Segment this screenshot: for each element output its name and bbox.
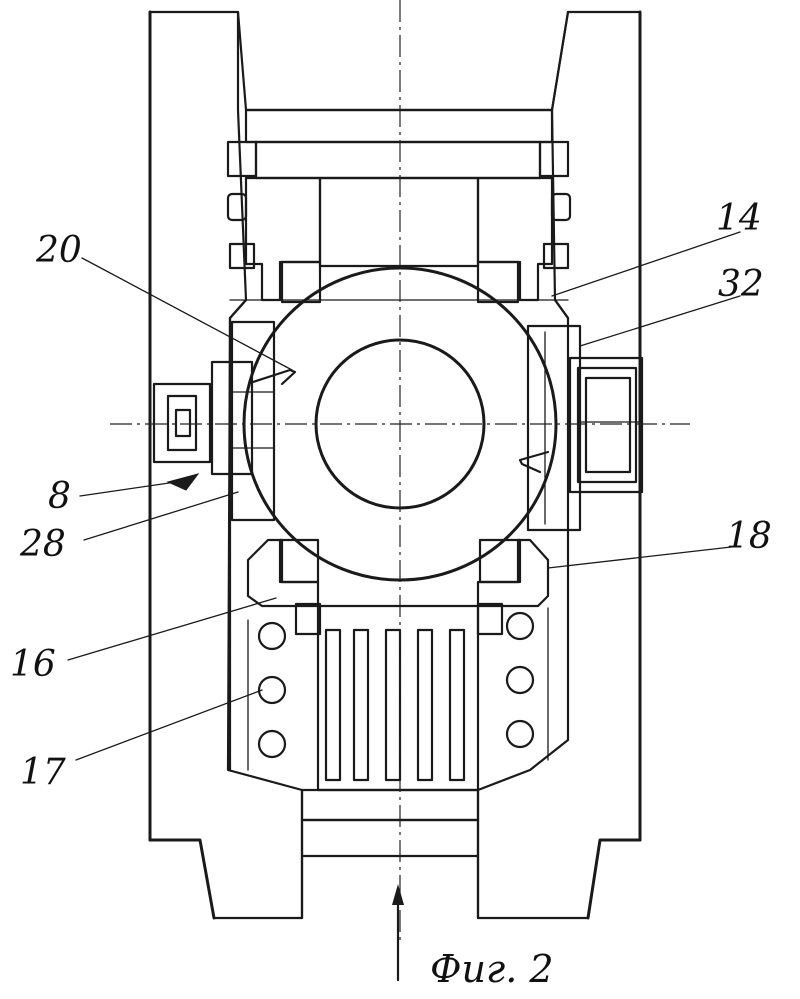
flow-arrow [392, 884, 404, 980]
label-32: 32 [718, 264, 764, 305]
upper-bore [238, 12, 568, 178]
label-16: 16 [10, 644, 56, 685]
lower-bore [302, 856, 478, 918]
upper-o-rings [228, 194, 570, 268]
lower-seat-holder [248, 540, 548, 634]
label-28: 28 [19, 524, 66, 565]
housing-outline [150, 12, 640, 918]
slotted-sleeve [302, 606, 478, 856]
label-17: 17 [20, 752, 66, 793]
label-18: 18 [726, 516, 772, 557]
label-20: 20 [35, 230, 82, 271]
left-port-insert [154, 384, 210, 462]
housing-left-wall [150, 12, 302, 918]
right-trunnion [528, 326, 642, 530]
upper-retainer-rings [228, 142, 568, 176]
label-14: 14 [716, 198, 762, 239]
upper-seat-holder [246, 178, 552, 300]
housing-right-wall [478, 12, 640, 918]
center-lines [110, 0, 690, 940]
figure-caption: Фиг. 2 [430, 947, 554, 991]
label-8: 8 [48, 476, 71, 517]
